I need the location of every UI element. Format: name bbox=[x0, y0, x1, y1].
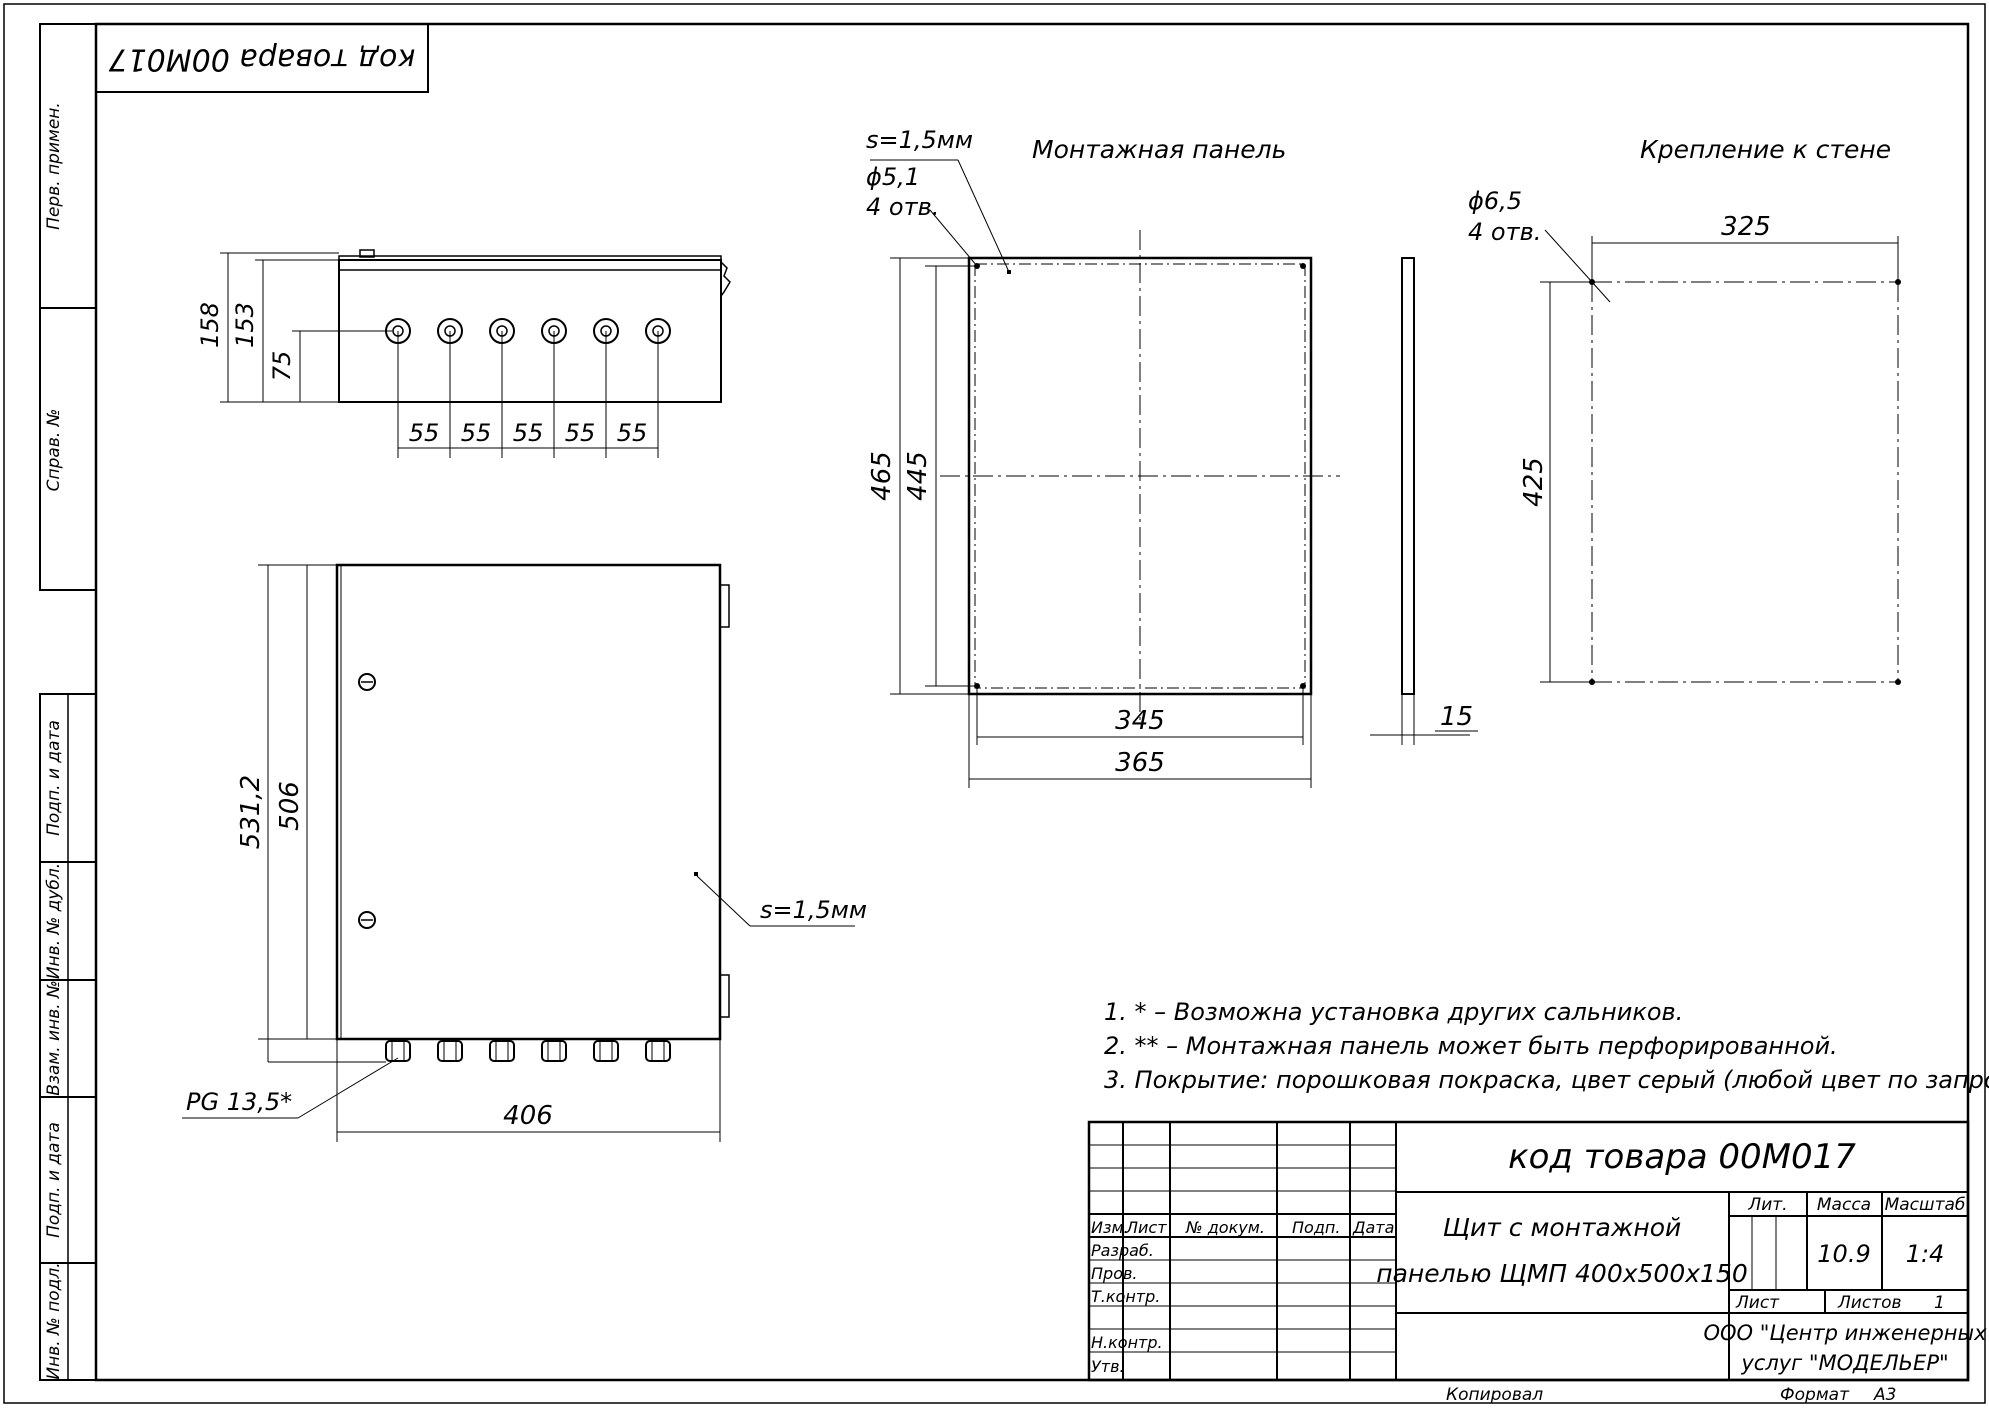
label-vzam-inv: Взам. инв. № bbox=[44, 980, 64, 1095]
org-line-2: услуг "МОДЕЛЬЕР" bbox=[1740, 1351, 1948, 1375]
dim-75: 75 bbox=[268, 351, 296, 382]
dim-465: 465 bbox=[867, 451, 897, 501]
label-podp-data-1: Подп. и дата bbox=[44, 720, 64, 836]
rotated-code-text: код товара 00М017 bbox=[109, 42, 416, 77]
lit-label: Лит. bbox=[1747, 1195, 1787, 1215]
dim-406: 406 bbox=[503, 1101, 553, 1131]
panel-hole-count: 4 отв. bbox=[866, 193, 939, 221]
dim-506: 506 bbox=[275, 781, 305, 831]
dim-425: 425 bbox=[1519, 457, 1549, 507]
dim-55-d: 55 bbox=[565, 419, 596, 447]
note-1: 1. * – Возможна установка других сальник… bbox=[1104, 998, 1683, 1026]
wall-hole-count: 4 отв. bbox=[1468, 218, 1541, 246]
massa-value: 10.9 bbox=[1817, 1240, 1870, 1268]
panel-thickness: s=1,5мм bbox=[866, 126, 973, 154]
note-3: 3. Покрытие: порошковая покраска, цвет с… bbox=[1104, 1066, 1989, 1094]
dim-55-e: 55 bbox=[617, 419, 648, 447]
left-side-strips: Перв. примен. Справ. № Подп. и дата Инв.… bbox=[39, 23, 97, 1381]
dim-55-b: 55 bbox=[461, 419, 492, 447]
title-name-2: панелью ЩМП 400x500x150 bbox=[1376, 1259, 1748, 1288]
dim-55-a: 55 bbox=[409, 419, 440, 447]
listov-label: Листов bbox=[1837, 1293, 1902, 1313]
sheet-frame bbox=[3, 3, 1986, 1404]
panel-hole-dia: ϕ5,1 bbox=[866, 163, 920, 191]
format-label: Формат bbox=[1780, 1385, 1850, 1405]
wall-hole-dia: ϕ6,5 bbox=[1468, 187, 1522, 215]
dim-445: 445 bbox=[903, 451, 933, 501]
door-thickness: s=1,5мм bbox=[760, 896, 867, 924]
wall-title: Крепление к стене bbox=[1640, 135, 1891, 164]
door-lock-top-icon bbox=[358, 673, 376, 691]
dim-153: 153 bbox=[231, 302, 259, 348]
format-value: А3 bbox=[1873, 1385, 1896, 1405]
top-view bbox=[220, 249, 731, 458]
front-view bbox=[182, 563, 855, 1142]
title-block bbox=[1087, 1120, 1970, 1382]
org-line-1: ООО "Центр инженерных bbox=[1703, 1321, 1987, 1345]
label-inv-dubl: Инв. № дубл. bbox=[44, 863, 64, 979]
row-prov: Пров. bbox=[1091, 1264, 1138, 1283]
massa-label: Масса bbox=[1817, 1195, 1871, 1215]
masshtab-label: Масштаб bbox=[1885, 1195, 1966, 1215]
dim-15: 15 bbox=[1440, 702, 1473, 732]
hdr-list: Лист bbox=[1125, 1218, 1167, 1237]
label-podp-data-2: Подп. и дата bbox=[44, 1122, 64, 1238]
masshtab-value: 1:4 bbox=[1906, 1240, 1945, 1268]
hdr-izm: Изм. bbox=[1091, 1218, 1129, 1237]
label-inv-podl: Инв. № подл. bbox=[44, 1262, 64, 1379]
gland-holes-top bbox=[385, 318, 671, 344]
note-2: 2. ** – Монтажная панель может быть перф… bbox=[1104, 1032, 1838, 1060]
row-utv: Утв. bbox=[1091, 1357, 1125, 1376]
listov-value: 1 bbox=[1934, 1293, 1945, 1313]
label-sprav-no: Справ. № bbox=[44, 409, 64, 492]
dim-365: 365 bbox=[1115, 748, 1165, 778]
row-nkontr: Н.контр. bbox=[1091, 1333, 1163, 1352]
gland-label: PG 13,5* bbox=[186, 1088, 292, 1116]
rotated-code-stamp: код товара 00М017 bbox=[95, 23, 429, 93]
title-name-1: Щит с монтажной bbox=[1443, 1213, 1682, 1242]
dim-55-c: 55 bbox=[513, 419, 544, 447]
wall-mount bbox=[1540, 229, 1901, 685]
kopiroval-label: Копировал bbox=[1446, 1385, 1543, 1405]
dim-345: 345 bbox=[1115, 706, 1165, 736]
panel-title: Монтажная панель bbox=[1032, 135, 1286, 164]
label-perv-primen: Перв. примен. bbox=[44, 102, 64, 230]
dim-325: 325 bbox=[1721, 212, 1771, 242]
row-tkontr: Т.контр. bbox=[1091, 1287, 1160, 1306]
dim-158: 158 bbox=[196, 302, 224, 348]
title-code: код товара 00М017 bbox=[1508, 1137, 1856, 1177]
dim-531: 531,2 bbox=[236, 775, 266, 849]
hdr-doc-no: № докум. bbox=[1185, 1218, 1265, 1237]
glands-bottom bbox=[385, 1040, 671, 1062]
hdr-data: Дата bbox=[1352, 1218, 1394, 1237]
door-lock-bottom-icon bbox=[358, 911, 376, 929]
row-razrab: Разраб. bbox=[1091, 1241, 1154, 1260]
mounting-panel bbox=[870, 159, 1478, 788]
hdr-podp: Подп. bbox=[1292, 1218, 1340, 1237]
list-label: Лист bbox=[1735, 1293, 1780, 1313]
